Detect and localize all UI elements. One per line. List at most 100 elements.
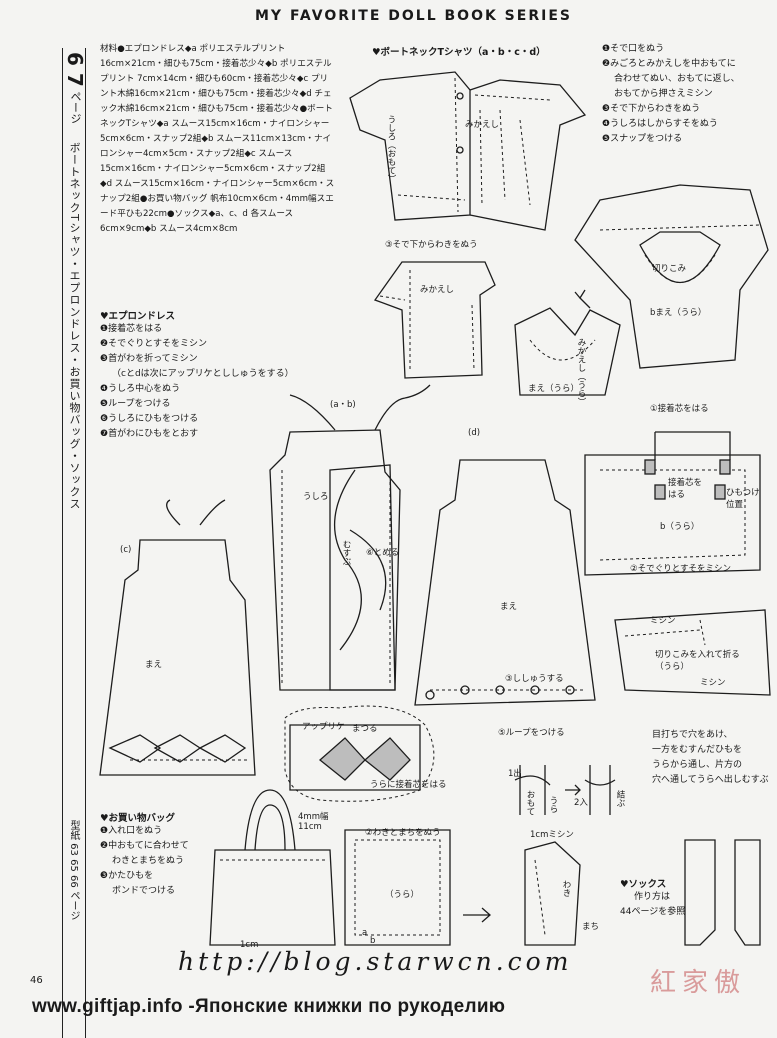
kirikomi-ire-label: 切りこみを入れて折る [655, 650, 740, 660]
knot-step: 穴へ通してうらへ出しむすぶ [652, 775, 769, 785]
musubu-label: むすぶ [341, 540, 351, 566]
side-bar [62, 48, 86, 1038]
bag-step: ボンドでつける [112, 886, 176, 896]
tomeru-label: ⑥とめる [366, 548, 400, 558]
bag-steps: ❶入れ口をぬう ❷中おもてに合わせて わきとまちをぬう ❸かたひもを ボンドでつ… [100, 824, 230, 899]
apron-instructions: ♥エプロンドレス ❶接着芯をはる ❷そでぐりとすそをミシン ❸首がわを折ってミシ… [100, 308, 340, 442]
ura-label: （うら） [655, 662, 690, 672]
knot-ura-label: うら [548, 796, 558, 813]
series-title: MY FAVORITE DOLL BOOK SERIES [255, 8, 572, 24]
ushiro-omote-label: うしろ（おもて） [386, 115, 396, 183]
page-ref-number: 6 7 [63, 52, 87, 87]
kirikomi-label: 切りこみ [652, 264, 687, 274]
apron-d-mae-label: まえ [500, 602, 518, 612]
bag-sewing-drawing [344, 829, 451, 946]
shopping-bag-drawing [209, 849, 336, 946]
interfacing-label: うらに接着芯をはる [370, 780, 447, 790]
bag-step: ❷中おもてに合わせて [100, 841, 189, 851]
bag-step2-caption: ②わきとまちをぬう [365, 828, 441, 838]
knot-instructions: 目打ちで穴をあけ、 一方をむすんだひもを うらから通し、片方の 穴へ通してうらへ… [652, 728, 769, 788]
apron-step: ❷そでぐりとすそをミシン [100, 339, 207, 349]
apron-heading: ♥エプロンドレス [100, 311, 176, 322]
pattern-reference: 型紙 63 65 66 ページ [68, 820, 79, 921]
apron-steps: ❶接着芯をはる ❷そでぐりとすそをミシン ❸首がわを折ってミシン （cとdは次に… [100, 322, 340, 442]
matsuru-label: まつる [352, 724, 378, 734]
socks-drawing [684, 839, 761, 946]
tshirt-step3-caption: ③そで下からわきをぬう [385, 240, 478, 250]
watermark: 紅家傲 [650, 968, 747, 998]
shishu-label: ③ししゅうする [505, 674, 564, 684]
apron-ab-label: (a・b) [330, 400, 356, 410]
knot-dashi-label: 1出 [508, 769, 522, 779]
mikaeshi-ura-label: みかえし（うら） [576, 338, 586, 406]
apron-step: ❻うしろにひもをつける [100, 414, 199, 424]
tshirt-steps: ❶そで口をぬう ❷みごろとみかえしを中おもてに 合わせてぬい、おもてに返し、 お… [602, 42, 772, 147]
himo-position-label: ひもつけ位置 [726, 488, 760, 510]
materials-text: 材料●エプロンドレス◆a ポリエステルプリント 16cm×21cm・細ひも75c… [100, 44, 335, 234]
knot-step: うらから通し、片方の [652, 760, 743, 770]
footer-text: www.giftjap.info -Японские книжки по рук… [32, 996, 506, 1017]
socks-instructions: ♥ソックス 作り方は 44ページを参照 [620, 876, 685, 920]
a-label: a [362, 928, 368, 938]
bag-step2-drawing [614, 609, 771, 696]
bag-step2-label: ②そでぐりとすそをミシン [630, 564, 732, 574]
tshirt-step: ❷みごろとみかえしを中おもてに [602, 59, 736, 69]
bag-heading: ♥お買い物バッグ [100, 813, 176, 824]
mikaeshi-label: みかえし [465, 120, 500, 130]
b-label: b [370, 936, 376, 946]
socks-text-2: 44ページを参照 [620, 907, 686, 917]
bag-step: ❸かたひもを [100, 871, 154, 881]
tshirt-heading: ♥ボートネックTシャツ（a・b・c・d） [372, 47, 546, 58]
apron-step: （cとdは次にアップリケとししゅうをする） [112, 369, 294, 379]
bag-b-back-drawing [584, 454, 761, 576]
b-mae-label: bまえ（うら） [650, 308, 707, 318]
mae-ura-label: まえ（うら） [528, 384, 580, 394]
waki-label: わき [561, 880, 571, 897]
apron-d-front-drawing [414, 459, 596, 706]
strap-note: 4mm幅 11cm [298, 812, 329, 832]
knot-step: 目打ちで穴をあけ、 [652, 730, 733, 740]
page-reference: 6 7 ページ [63, 52, 87, 124]
bag-1cm-label: 1cm [240, 940, 259, 950]
page-ref-suffix: ページ [69, 90, 82, 124]
tshirt-step: ❸そで下からわきをぬう [602, 104, 701, 114]
apron-step: ❺ループをつける [100, 399, 171, 409]
apron-step: ❸首がわを折ってミシン [100, 354, 198, 364]
bag-ura-label: （うら） [385, 890, 420, 900]
knot-step: 一方をむすんだひもを [652, 745, 743, 755]
bag-step: ❶入れ口をぬう [100, 826, 163, 836]
socks-text-1: 作り方は [634, 892, 671, 902]
mishin-label-2: ミシン [700, 678, 726, 688]
tshirt-step: ❺スナップをつける [602, 134, 683, 144]
neck-facing-drawing [514, 307, 621, 396]
apron-c-label: (c) [120, 545, 132, 555]
tshirt-step: ❶そで口をぬう [602, 44, 665, 54]
vertical-title: ボートネックTシャツ・エプロンドレス・お買い物バッグ・ソックス [68, 142, 81, 510]
tshirt-step: 合わせてぬい、おもてに返し、 [614, 74, 740, 84]
bag-step: わきとまちをぬう [112, 856, 185, 866]
apron-d-label: (d) [468, 428, 481, 438]
socks-heading: ♥ソックス [620, 879, 667, 890]
machi-note: 1cmミシン [530, 830, 574, 840]
apron-c-front-drawing [99, 539, 256, 776]
knot-iri-label: 2入 [574, 798, 588, 808]
blog-url: http://blog.starwcn.com [178, 947, 573, 976]
loop-label: ⑤ループをつける [498, 728, 565, 738]
tshirt-front-drawing [469, 79, 587, 231]
tshirt-step3-drawing [373, 261, 496, 379]
apron-ushiro-label: うしろ [303, 492, 329, 502]
b-ura-label: b（うら） [660, 522, 700, 532]
knot-musubi-label: 結ぶ [615, 790, 625, 807]
page-number: 46 [30, 975, 43, 986]
machi-label: まち [582, 922, 600, 932]
tshirt-step: ❹うしろはしからすそをぬう [602, 119, 718, 129]
apron-c-mae-label: まえ [145, 660, 163, 670]
knot-omote-label: おもて [525, 790, 535, 816]
knot-diagram-drawing [519, 765, 611, 815]
mishin-label: ミシン [650, 616, 676, 626]
sesshakushin-label: 接着芯をはる [668, 478, 703, 500]
apron-step: ❼首がわにひもをとおす [100, 429, 199, 439]
bag-step1-label: ①接着芯をはる [650, 404, 709, 414]
bag-instructions: ♥お買い物バッグ ❶入れ口をぬう ❷中おもてに合わせて わきとまちをぬう ❸かた… [100, 810, 230, 899]
